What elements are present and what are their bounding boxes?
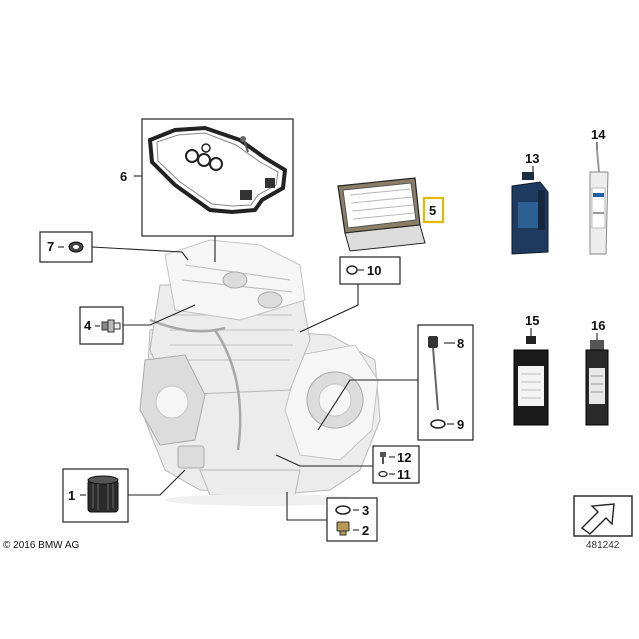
callout-5[interactable]: 5 <box>429 203 436 218</box>
air-filter-image <box>337 177 426 252</box>
oil-filter-image <box>87 475 119 513</box>
callout-8[interactable]: 8 <box>457 336 464 351</box>
callout-13[interactable]: 13 <box>525 151 539 166</box>
valve-cover-gasket-box[interactable] <box>141 118 294 237</box>
callout-2[interactable]: 2 <box>362 523 369 538</box>
part-11-12-box[interactable] <box>372 445 420 484</box>
brake-fluid-bottle-image <box>513 336 549 426</box>
engine-oil-bottle-image <box>511 172 549 255</box>
navigate-arrow-icon[interactable] <box>573 495 633 537</box>
dipstick-box[interactable] <box>417 324 474 441</box>
copyright-text: © 2016 BMW AG <box>3 540 80 551</box>
callout-4[interactable]: 4 <box>84 318 92 333</box>
valve-cover-gasket-image <box>147 125 288 215</box>
callout-12[interactable]: 12 <box>397 450 411 465</box>
seal-ring-image <box>68 241 84 253</box>
drain-plug-box[interactable] <box>326 497 378 542</box>
callout-9[interactable]: 9 <box>457 417 464 432</box>
callout-1[interactable]: 1 <box>68 488 75 503</box>
spark-plug-image <box>101 319 121 333</box>
spray-can-image <box>585 340 609 426</box>
bolt-image <box>380 452 386 464</box>
callout-5-highlight[interactable] <box>422 196 445 224</box>
dipstick-image <box>428 336 446 429</box>
diagram-id: 481242 <box>586 540 620 551</box>
drain-plug-image <box>336 521 350 536</box>
callout-11[interactable]: 11 <box>397 467 411 482</box>
callout-14[interactable]: 14 <box>591 127 606 142</box>
callout-16[interactable]: 16 <box>591 318 605 333</box>
part-10-box[interactable] <box>339 256 401 285</box>
callout-10[interactable]: 10 <box>367 263 381 278</box>
engine-illustration <box>139 239 381 506</box>
callout-3[interactable]: 3 <box>362 503 369 518</box>
o-ring-small-image <box>346 265 358 275</box>
sealant-tube-image <box>589 149 609 255</box>
callout-7[interactable]: 7 <box>47 239 54 254</box>
callout-15[interactable]: 15 <box>525 313 539 328</box>
washer-small-image <box>378 470 388 478</box>
callout-6[interactable]: 6 <box>120 169 127 184</box>
drain-seal-image <box>335 505 351 515</box>
